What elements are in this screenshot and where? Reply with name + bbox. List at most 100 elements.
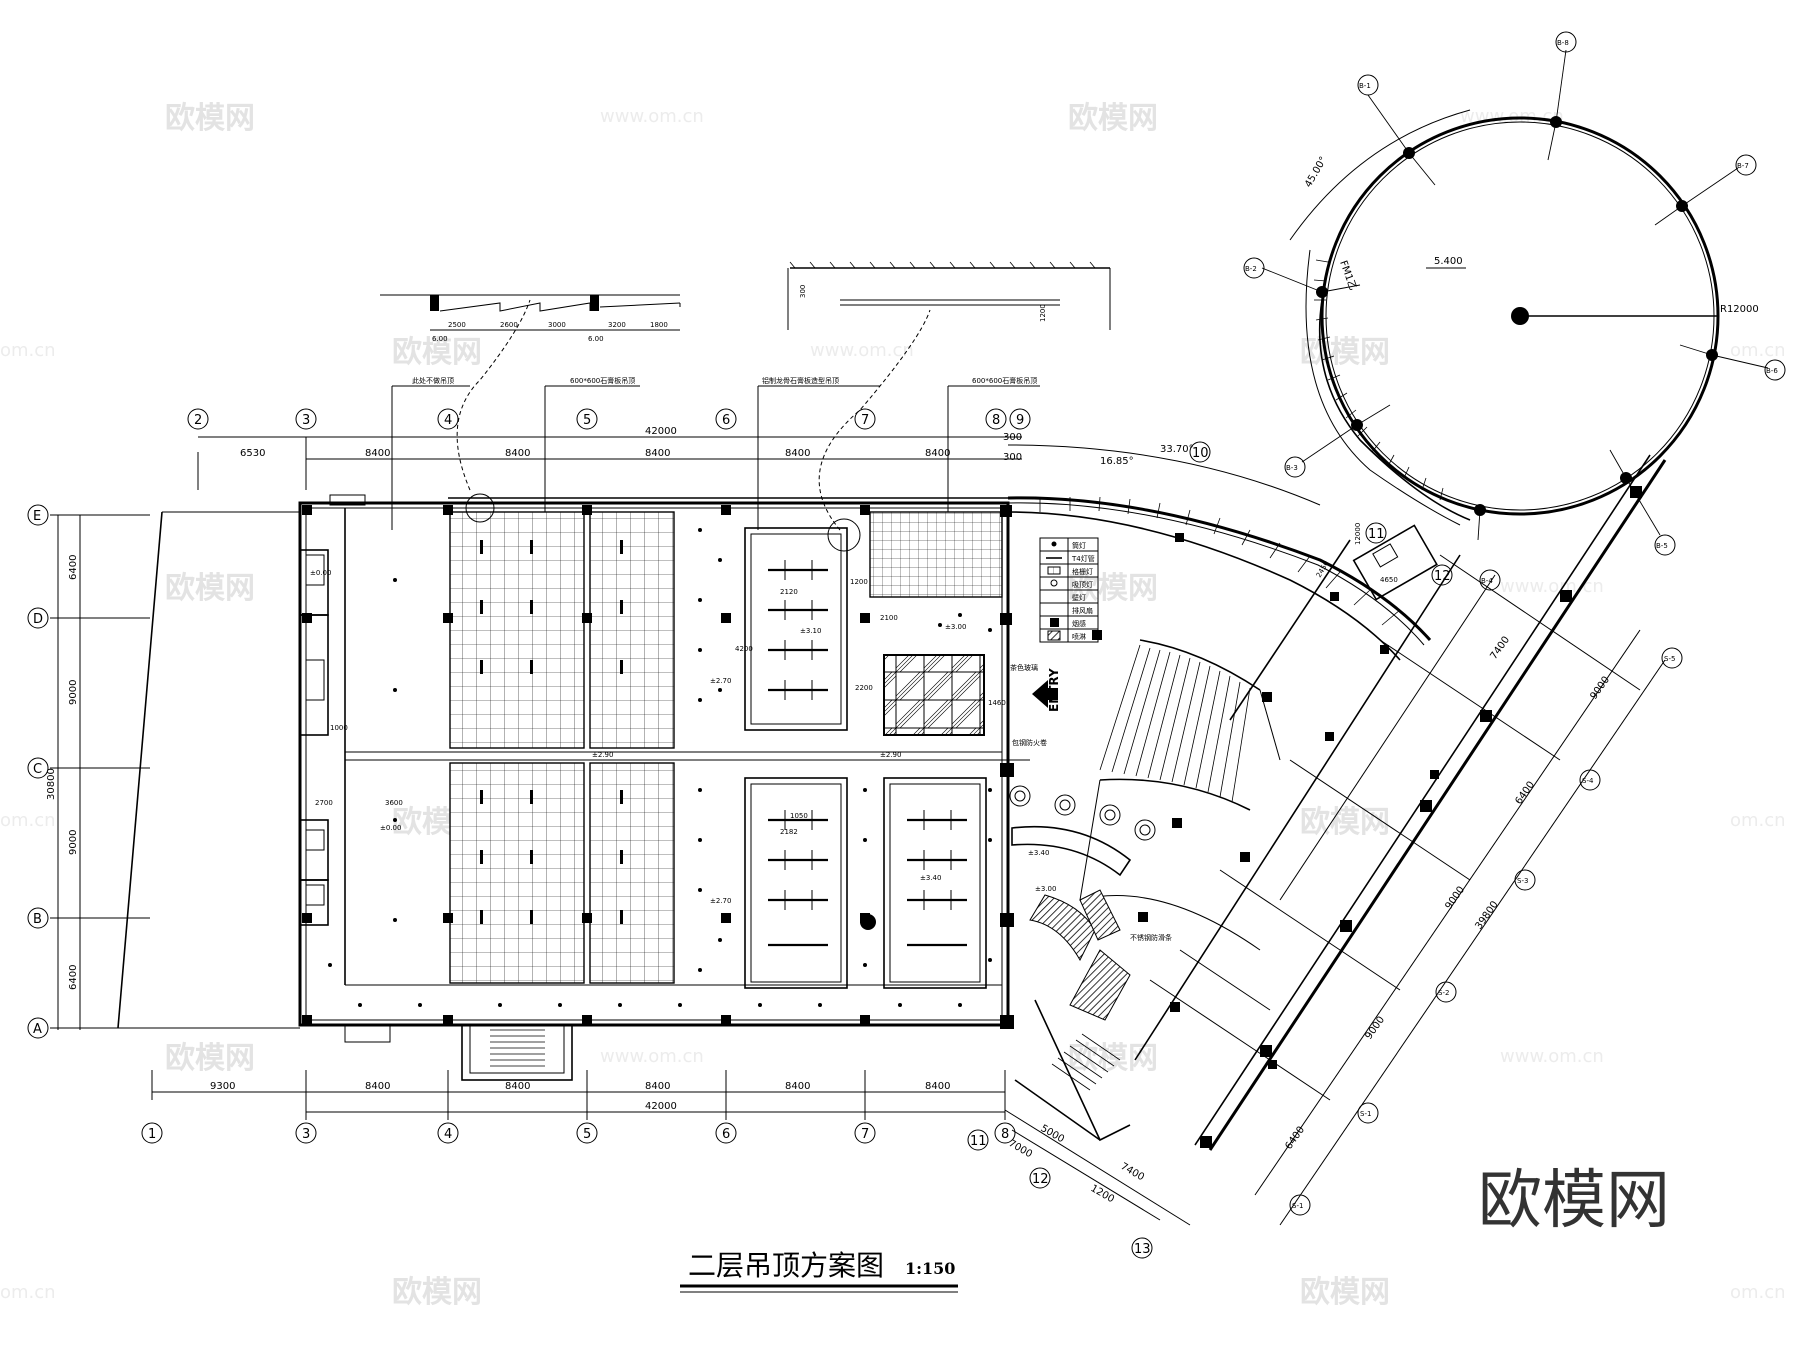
svg-text:2120: 2120 bbox=[780, 588, 798, 596]
axis-label: 10 bbox=[1192, 446, 1209, 461]
axis-label: 6 bbox=[722, 1127, 730, 1142]
svg-text:T4灯管: T4灯管 bbox=[1071, 554, 1095, 563]
watermark-brand: 欧模网 bbox=[1068, 101, 1158, 136]
svg-text:±3.40: ±3.40 bbox=[920, 874, 941, 882]
watermark-url: om.cn bbox=[0, 340, 56, 361]
axis-label: 2 bbox=[194, 413, 202, 428]
axis-label: 5 bbox=[583, 1127, 591, 1142]
wing-side-dimensions: 7400 9000 6400 9000 9000 6400 39800 S-5 … bbox=[1254, 629, 1683, 1226]
svg-text:600*600石膏板吊顶: 600*600石膏板吊顶 bbox=[570, 376, 635, 385]
svg-text:5.400: 5.400 bbox=[1434, 256, 1463, 267]
axis-label: S-3 bbox=[1517, 877, 1528, 885]
svg-text:4200: 4200 bbox=[735, 645, 753, 653]
svg-text:此处不做吊顶: 此处不做吊顶 bbox=[412, 376, 454, 385]
svg-text:1200: 1200 bbox=[1089, 1183, 1117, 1205]
watermark-url: om.cn bbox=[1730, 1282, 1786, 1303]
svg-text:1200: 1200 bbox=[850, 578, 868, 586]
svg-text:8400: 8400 bbox=[505, 1081, 530, 1092]
axis-label: B-2 bbox=[1245, 265, 1257, 273]
svg-text:3600: 3600 bbox=[385, 799, 403, 807]
watermark-brand: 欧模网 bbox=[392, 1275, 482, 1310]
watermark-url: www.om.cn bbox=[1500, 576, 1604, 597]
watermark-brand: 欧模网 bbox=[165, 101, 255, 136]
svg-text:8400: 8400 bbox=[645, 1081, 670, 1092]
axis-label: B-3 bbox=[1286, 464, 1298, 472]
svg-text:壁灯: 壁灯 bbox=[1072, 593, 1086, 602]
svg-text:喷淋: 喷淋 bbox=[1072, 632, 1086, 641]
svg-text:9000: 9000 bbox=[68, 830, 79, 855]
structural-columns bbox=[302, 505, 1014, 1029]
svg-text:9000: 9000 bbox=[1588, 675, 1612, 702]
site-logo: 欧模网 bbox=[1478, 1164, 1670, 1238]
svg-text:±3.10: ±3.10 bbox=[800, 627, 821, 635]
svg-text:包钢防火卷: 包钢防火卷 bbox=[1012, 738, 1047, 747]
svg-text:排风扇: 排风扇 bbox=[1072, 606, 1093, 615]
svg-text:1000: 1000 bbox=[330, 724, 348, 732]
svg-text:3200: 3200 bbox=[608, 321, 626, 329]
svg-text:8400: 8400 bbox=[785, 1081, 810, 1092]
axis-label: B-7 bbox=[1737, 162, 1749, 170]
svg-text:7400: 7400 bbox=[1119, 1161, 1147, 1183]
watermark-url: www.om.cn bbox=[1500, 1046, 1604, 1067]
svg-text:8400: 8400 bbox=[505, 448, 530, 459]
svg-text:烟感: 烟感 bbox=[1072, 619, 1086, 628]
drawing-scale: 1:150 bbox=[905, 1259, 955, 1278]
svg-text:9000: 9000 bbox=[1443, 885, 1467, 912]
axis-label: B-4 bbox=[1481, 577, 1493, 585]
watermark-url: om.cn bbox=[1730, 340, 1786, 361]
main-building-outline bbox=[117, 494, 1010, 1081]
axis-label: 3 bbox=[302, 1127, 310, 1142]
axis-label: 11 bbox=[970, 1134, 987, 1149]
svg-text:8400: 8400 bbox=[645, 448, 670, 459]
circular-hall: B-8 B-1 B-7 B-6 B-2 B-5 B-4 B-3 5.400 FM… bbox=[1243, 31, 1786, 601]
svg-text:±3.40: ±3.40 bbox=[1028, 849, 1049, 857]
axis-label: 8 bbox=[1001, 1127, 1009, 1142]
axis-label: 12 bbox=[1434, 569, 1451, 584]
axis-label: B-5 bbox=[1656, 542, 1668, 550]
axis-label: S-2 bbox=[1438, 989, 1449, 997]
svg-text:42000: 42000 bbox=[645, 426, 677, 437]
axis-label: C bbox=[33, 762, 42, 777]
right-wing bbox=[1009, 454, 1667, 1151]
svg-text:600*600石膏板吊顶: 600*600石膏板吊顶 bbox=[972, 376, 1037, 385]
watermark-url: om.cn bbox=[0, 810, 56, 831]
section-detail-a: 2500 2600 3000 3200 1800 6.00 6.00 bbox=[380, 294, 681, 343]
axis-label: D bbox=[33, 612, 43, 627]
svg-text:1800: 1800 bbox=[650, 321, 668, 329]
watermark-layer: 欧模网 www.om.cn 欧模网 www.om.cn om.cn 欧模网 ww… bbox=[0, 101, 1786, 1310]
curved-corridor: 16.85° 33.70° 10 300 bbox=[1003, 441, 1432, 661]
axis-label: A bbox=[33, 1022, 42, 1037]
svg-text:6400: 6400 bbox=[68, 965, 79, 990]
watermark-brand: 欧模网 bbox=[165, 571, 255, 606]
axis-label: 7 bbox=[861, 413, 869, 428]
bottom-dimensions: 9300 8400 8400 8400 8400 8400 42000 1 3 … bbox=[141, 1070, 1016, 1151]
svg-text:300: 300 bbox=[799, 285, 807, 298]
drawing-title-block: 二层吊顶方案图 1:150 欧模网 bbox=[680, 1164, 1670, 1293]
axis-label: 13 bbox=[1134, 1242, 1151, 1257]
axis-label: 3 bbox=[302, 413, 310, 428]
svg-text:6.00: 6.00 bbox=[588, 335, 604, 343]
svg-text:2100: 2100 bbox=[880, 614, 898, 622]
axis-label: 4 bbox=[444, 413, 452, 428]
watermark-url: om.cn bbox=[0, 1282, 56, 1303]
axis-label: B-1 bbox=[1359, 82, 1371, 90]
svg-text:铝制龙骨石膏板造型吊顶: 铝制龙骨石膏板造型吊顶 bbox=[762, 376, 839, 385]
watermark-url: www.om.cn bbox=[600, 106, 704, 127]
svg-text:±0.00: ±0.00 bbox=[380, 824, 401, 832]
svg-text:30800: 30800 bbox=[46, 768, 57, 800]
axis-label: E bbox=[33, 509, 41, 524]
watermark-url: om.cn bbox=[1730, 810, 1786, 831]
entry-label: ENTRY bbox=[1047, 668, 1061, 712]
axis-label: S-5 bbox=[1664, 655, 1675, 663]
svg-text:33.70°: 33.70° bbox=[1160, 444, 1194, 455]
axis-label: B-6 bbox=[1766, 367, 1778, 375]
axis-label: 12 bbox=[1032, 1172, 1049, 1187]
axis-label: 4 bbox=[444, 1127, 452, 1142]
svg-text:6.00: 6.00 bbox=[432, 335, 448, 343]
svg-text:2600: 2600 bbox=[500, 321, 518, 329]
wing-bottom-dimensions: 7000 5000 1200 7400 12 13 bbox=[1004, 1109, 1191, 1259]
feature-ceiling-boxes bbox=[465, 493, 987, 989]
svg-text:±2.90: ±2.90 bbox=[880, 751, 901, 759]
watermark-brand: 欧模网 bbox=[165, 1041, 255, 1076]
